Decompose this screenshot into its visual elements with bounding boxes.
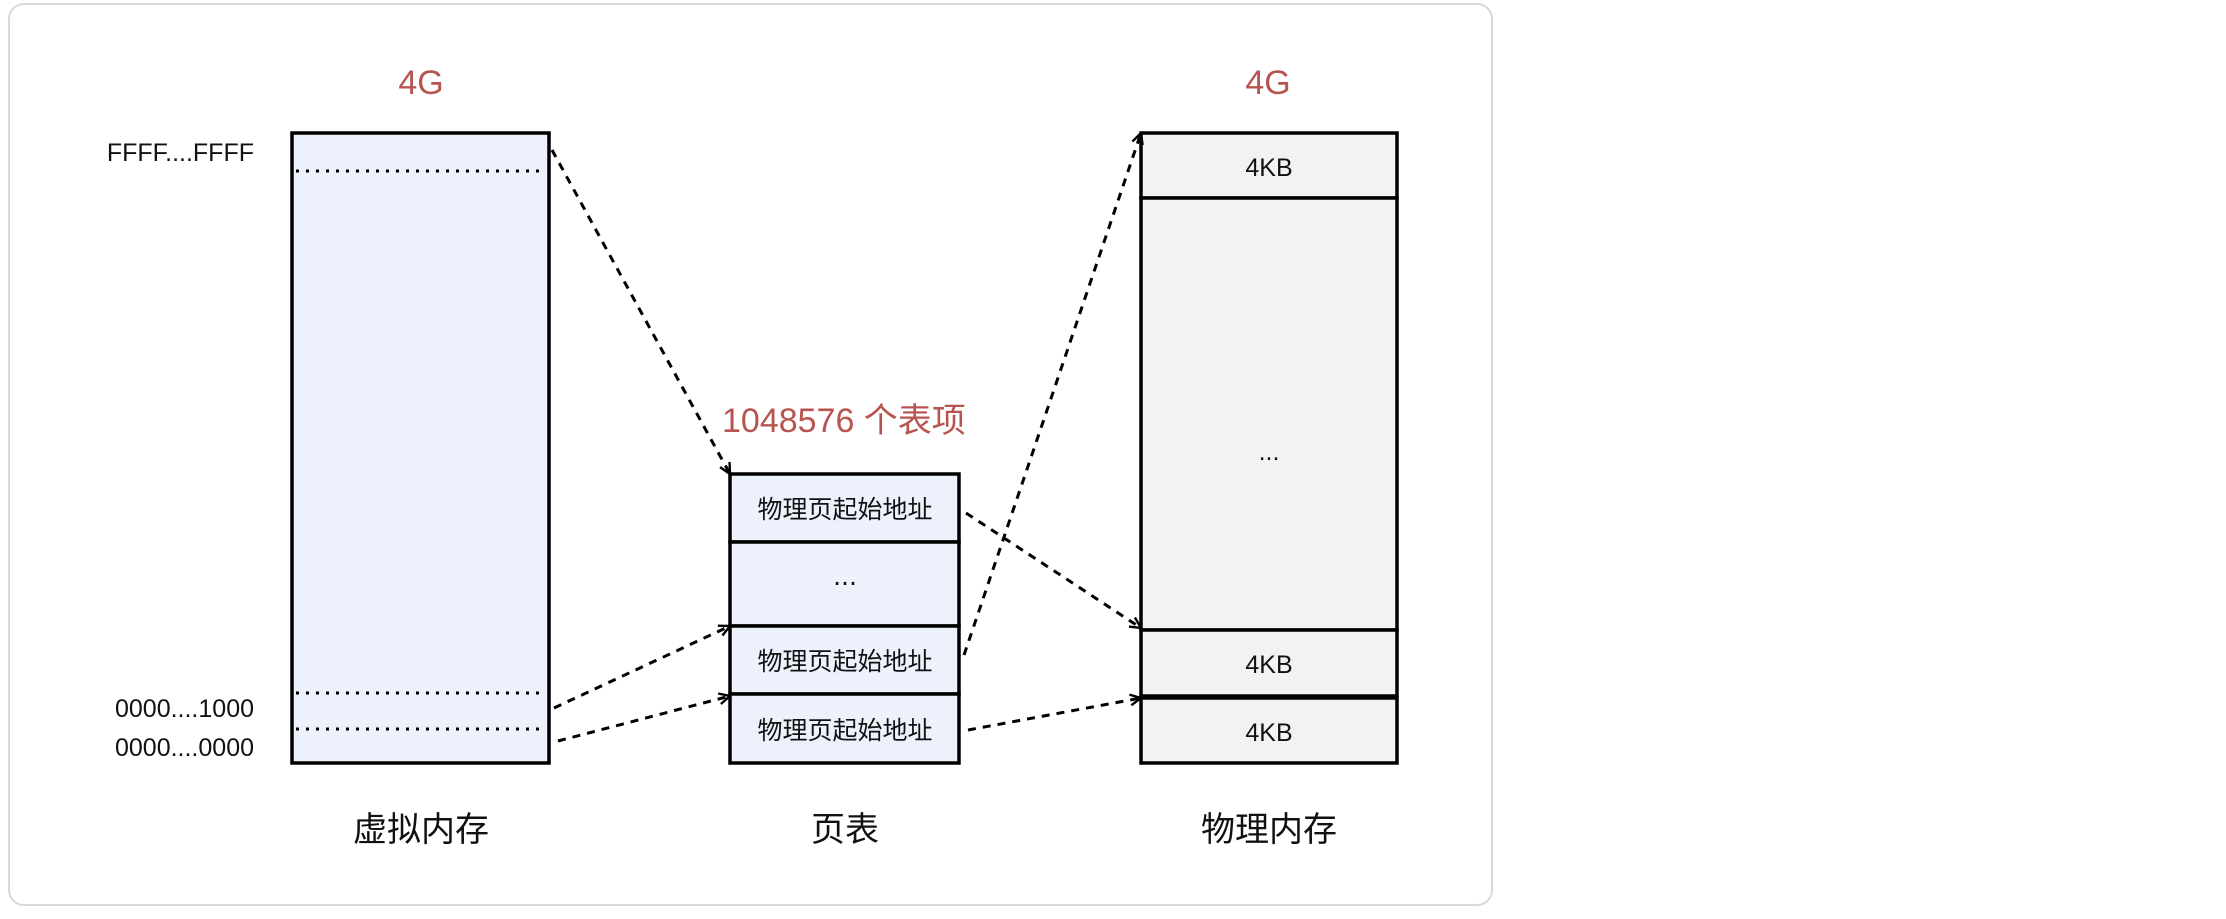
page-table-entry-1 — [728, 472, 961, 544]
addr-top-label: FFFF....FFFF — [107, 139, 254, 167]
physical-memory-caption: 物理内存 — [1201, 810, 1337, 850]
physical-block-lower-label: 4KB — [1245, 651, 1292, 679]
virtual-size-label: 4G — [398, 64, 443, 102]
addr-1000-label: 0000....1000 — [115, 695, 254, 723]
physical-block-bottom-label: 4KB — [1245, 719, 1292, 747]
arrow-entry-2-to-physical-top — [962, 133, 1141, 656]
arrow-entry-1-to-physical-lower — [965, 511, 1141, 628]
physical-block-bottom — [1139, 696, 1399, 765]
arrow-virtual-top-to-page-table — [550, 149, 732, 474]
page-table-count-label: 1048576 个表项 — [722, 402, 966, 440]
page-table-entry-3 — [728, 692, 961, 765]
physical-block-top-label: 4KB — [1245, 154, 1292, 182]
page-table-entry-2-label: 物理页起始地址 — [757, 647, 932, 676]
arrow-entry-3-to-physical-bottom — [967, 698, 1141, 732]
arrow-virtual-1000-to-entry-2 — [553, 626, 730, 710]
page-table-caption: 页表 — [811, 810, 879, 850]
physical-block-middle-label: ... — [1259, 438, 1280, 466]
arrow-virtual-0000-to-entry-3 — [557, 696, 730, 743]
page-table-entry-3-label: 物理页起始地址 — [757, 716, 932, 745]
page-table-entry-ellipsis-label: ... — [833, 562, 857, 591]
physical-block-lower — [1139, 628, 1399, 698]
physical-size-label: 4G — [1245, 64, 1290, 102]
page-table-entry-1-label: 物理页起始地址 — [757, 495, 932, 524]
virtual-memory-block — [290, 131, 551, 765]
addr-0000-label: 0000....0000 — [115, 734, 254, 762]
virtual-memory-caption: 虚拟内存 — [353, 810, 489, 850]
physical-block-top — [1139, 131, 1399, 200]
physical-block-middle — [1139, 196, 1399, 632]
